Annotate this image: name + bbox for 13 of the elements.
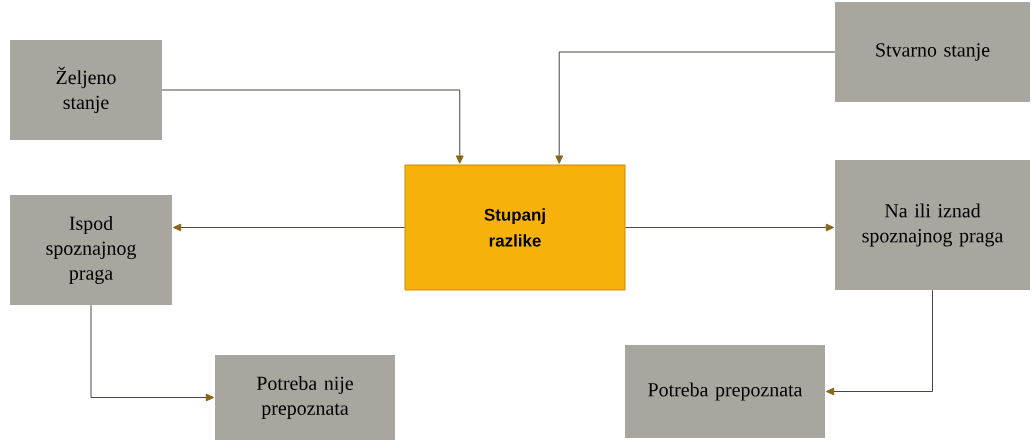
arrow	[161, 89, 464, 164]
process-box: Na ili iznad spoznajnog praga	[835, 160, 1030, 290]
process-box: Ispod spoznajnog praga	[10, 195, 172, 305]
process-box: Stvarno stanje	[835, 2, 1030, 102]
highlighted-box: Stupanj razlike	[404, 164, 626, 291]
arrow	[825, 289, 933, 396]
arrow	[90, 304, 215, 402]
arrow	[172, 223, 405, 232]
process-box: Potreba prepoznata	[625, 345, 825, 438]
arrow	[625, 223, 835, 232]
process-box: Željeno stanje	[10, 40, 162, 140]
arrow	[555, 51, 836, 164]
process-box: Potreba nije prepoznata	[215, 355, 395, 440]
